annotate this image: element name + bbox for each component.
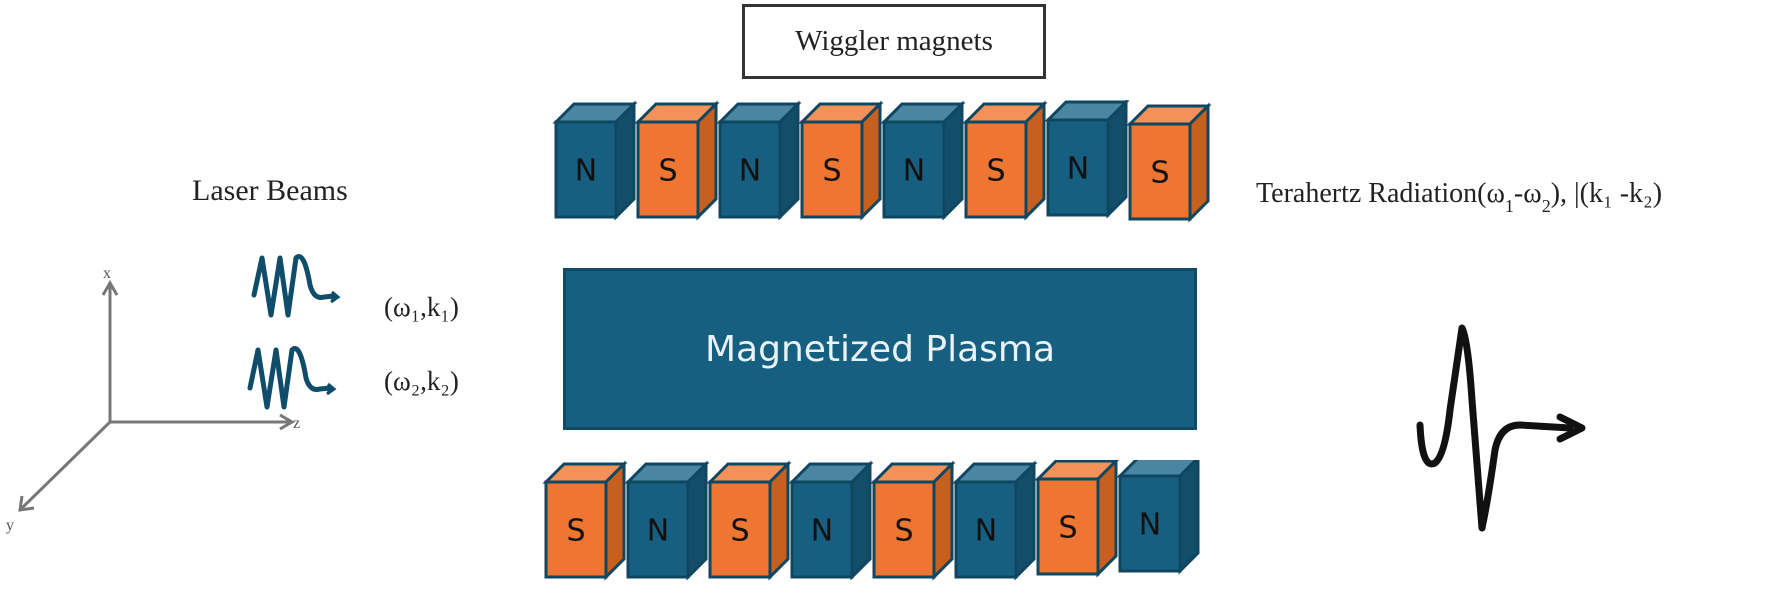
magnet-front-face [626,480,690,579]
magnet-pole-label: S [894,514,913,549]
magnet-side-face [614,100,636,221]
top-magnet-north: N [1044,100,1130,219]
plasma-label: Magnetized Plasma [704,328,1056,370]
laser-wave-2-icon [247,346,333,410]
bottom-magnet-north: N [788,460,874,581]
magnet-pole-label: N [811,514,833,549]
magnet-front-face [636,120,700,219]
magnet-front-face [544,480,608,579]
magnet-side-face [1178,460,1200,575]
magnet-side-face [932,460,954,581]
top-magnet-north: N [880,100,966,221]
z-axis-label: z [293,415,300,432]
magnet-pole-label: N [975,514,997,549]
magnet-side-face [686,460,708,581]
magnet-side-face [604,460,626,581]
magnet-front-face [1036,477,1100,576]
arrow-right-icon [1556,413,1586,443]
magnet-side-face [778,100,800,221]
magnet-pole-label: S [1058,511,1077,546]
wiggler-magnets-label: Wiggler magnets [742,4,1046,79]
magnet-front-face [1128,122,1192,221]
thz-sub-2: 2 [1541,196,1551,216]
magnet-pole-label: N [1139,508,1161,543]
magnetized-plasma: Magnetized Plasma [563,268,1197,430]
bottom-magnet-south: S [542,460,628,581]
magnet-front-face [718,120,782,219]
magnet-pole-label: S [822,154,841,189]
top-magnet-north: N [552,100,638,221]
terahertz-pulse [1416,324,1586,532]
bottom-magnet-south: S [1034,460,1120,578]
magnet-side-face [1014,460,1036,581]
magnet-pole-label: S [658,154,677,189]
magnet-side-face [1096,460,1118,578]
magnet-pole-label: N [647,514,669,549]
bottom-magnet-north: N [952,460,1038,581]
magnet-front-face [1046,118,1110,217]
magnet-side-face [850,460,872,581]
thz-sub-1: 1 [1504,196,1514,216]
magnet-pole-label: N [1067,152,1089,187]
magnet-side-face [1024,100,1046,221]
magnet-front-face [708,480,772,579]
magnet-pole-label: S [986,154,1005,189]
thz-prefix: Terahertz Radiation(ω [1256,178,1505,209]
beam-1-label: (ω₁,k₁) [384,292,459,322]
x-axis-arrow [101,280,119,296]
magnet-pole-label: S [730,514,749,549]
terahertz-radiation-label: Terahertz Radiation(ω1-ω2), |(k₁ -k₂) [1256,178,1662,217]
magnet-pole-label: S [1150,156,1169,191]
terahertz-pulse-icon [1416,324,1574,532]
laser-beams-title: Laser Beams [192,174,348,207]
magnet-pole-label: N [739,154,761,189]
beam-2-label: (ω₂,k₂) [384,366,459,396]
y-axis-label: y [6,517,14,534]
top-magnet-south: S [634,100,720,221]
magnet-side-face [768,460,790,581]
z-axis-arrow [279,413,295,431]
magnet-side-face [860,100,882,221]
bottom-magnet-north: N [1116,460,1200,575]
magnet-pole-label: N [903,154,925,189]
y-axis-line [20,420,112,510]
laser-waves [247,254,341,410]
magnet-pole-label: S [566,514,585,549]
top-magnet-south: S [1126,102,1212,223]
bottom-magnet-south: S [706,460,792,581]
top-magnet-south: S [798,100,884,221]
laser-wave-1-icon [251,254,337,318]
bottom-magnet-north: N [624,460,710,581]
thz-suffix: ), |(k₁ -k₂) [1550,178,1663,209]
magnet-side-face [1106,100,1128,219]
magnet-side-face [696,100,718,221]
magnet-side-face [1188,102,1210,223]
magnet-front-face [554,120,618,219]
magnet-front-face [790,480,854,579]
top-magnet-south: S [962,100,1048,221]
y-axis-arrow [18,495,35,512]
magnet-front-face [1118,474,1182,573]
magnet-front-face [964,120,1028,219]
bottom-magnet-south: S [870,460,956,581]
magnet-front-face [800,120,864,219]
x-axis-label: x [103,265,111,282]
magnet-front-face [872,480,936,579]
coordinate-axes: x z y [6,265,300,534]
magnet-pole-label: N [575,154,597,189]
magnet-front-face [954,480,1018,579]
magnet-front-face [882,120,946,219]
top-magnet-north: N [716,100,802,221]
thz-mid: -ω [1513,178,1542,209]
magnet-side-face [942,100,964,221]
